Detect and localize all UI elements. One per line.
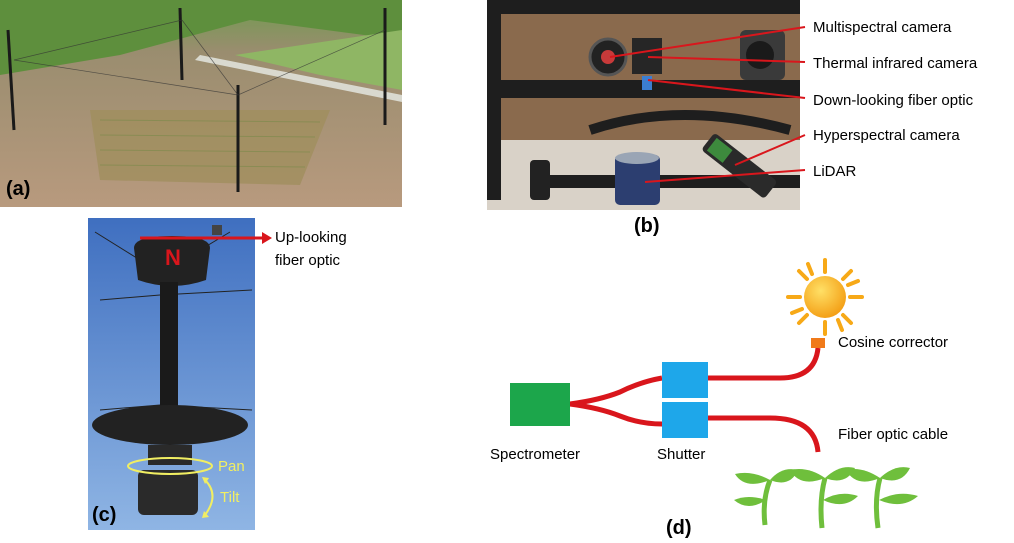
cable-towers	[6, 7, 387, 192]
fiber-lines	[569, 347, 821, 453]
large-camera-lens	[746, 41, 774, 69]
plant-1	[734, 469, 798, 526]
panel-b-callout-lines	[609, 26, 806, 183]
callout-lidar: LiDAR	[813, 163, 857, 180]
thermal-camera	[632, 38, 662, 74]
callout-multispectral: Multispectral camera	[813, 19, 952, 36]
electronics-box	[134, 236, 210, 286]
crop-rows	[99, 119, 321, 168]
fiber-to-bottom-shutter	[569, 401, 663, 427]
shutter-bottom	[662, 402, 708, 438]
up-fiber-mount	[212, 225, 222, 235]
shutter-top	[662, 362, 708, 398]
small-lens	[530, 160, 550, 200]
fiber-to-cosine	[708, 347, 821, 381]
plant-3	[846, 467, 918, 529]
panel-label-c: (c)	[92, 504, 116, 526]
callout-up-fiber-line2: fiber optic	[275, 252, 341, 269]
label-shutter: Shutter	[657, 446, 705, 463]
tilt-label: Tilt	[220, 489, 240, 506]
callout-line-multispectral	[609, 26, 806, 58]
sensor-package	[138, 470, 198, 515]
cosine-corrector-square	[811, 338, 825, 348]
callout-arrowhead-up-fiber	[262, 232, 272, 244]
panel-b-callouts: Multispectral camera Thermal infrared ca…	[813, 19, 978, 180]
callout-line-fiber	[647, 79, 806, 99]
pan-label: Pan	[218, 458, 245, 475]
panel-c-gimbal-photo: N Pan Tilt (c)	[88, 218, 255, 530]
lidar-top	[615, 152, 659, 164]
callout-line-lidar	[644, 169, 806, 183]
callout-line-hyperspectral	[734, 134, 806, 166]
gimbal-column	[160, 282, 178, 412]
gravel-road	[195, 55, 402, 102]
fiber-optic-holder	[642, 76, 652, 90]
panel-label-a: (a)	[6, 178, 30, 200]
callout-hyperspectral: Hyperspectral camera	[813, 127, 960, 144]
panel-b-sensor-photo	[487, 0, 800, 210]
fiber-to-plants	[708, 415, 821, 453]
panel-label-b: (b)	[634, 215, 660, 237]
label-cosine-corrector: Cosine corrector	[838, 334, 948, 351]
mowed-field	[235, 30, 402, 90]
rig-left-post	[487, 0, 501, 200]
panel-a-field-photo: (a)	[0, 0, 402, 207]
spectrometer-box	[510, 383, 570, 426]
panel-label-d: (d)	[666, 517, 692, 539]
fiber-to-top-shutter	[569, 375, 663, 407]
tilt-arrowhead-top	[202, 477, 209, 484]
tilt-arrowhead-bottom	[202, 511, 209, 518]
pan-ring	[127, 457, 213, 475]
callout-thermal: Thermal infrared camera	[813, 55, 978, 72]
gimbal-plate	[92, 405, 248, 445]
multispectral-lens	[601, 50, 615, 64]
callout-up-fiber-line1: Up-looking	[275, 229, 347, 246]
hyperspectral-camera	[702, 134, 777, 198]
rig-top-beam	[487, 0, 800, 14]
tilt-arrow	[204, 479, 214, 516]
gimbal-head	[148, 445, 192, 465]
plant-icons	[734, 467, 918, 529]
panel-d-schematic: Spectrometer Shutter Cosine corrector Fi…	[490, 258, 948, 539]
support-cables	[13, 19, 386, 96]
grass-area	[0, 0, 402, 75]
lidar-sensor	[615, 155, 660, 205]
rig-arch	[588, 110, 792, 135]
rig-bottom-beam	[540, 175, 800, 188]
plant-2	[790, 467, 858, 529]
callout-fiber: Down-looking fiber optic	[813, 92, 974, 109]
sun-icon	[786, 258, 864, 336]
label-spectrometer: Spectrometer	[490, 446, 580, 463]
callout-line-thermal	[647, 56, 806, 63]
label-fiber-optic-cable: Fiber optic cable	[838, 426, 948, 443]
logo-n: N	[165, 245, 181, 270]
